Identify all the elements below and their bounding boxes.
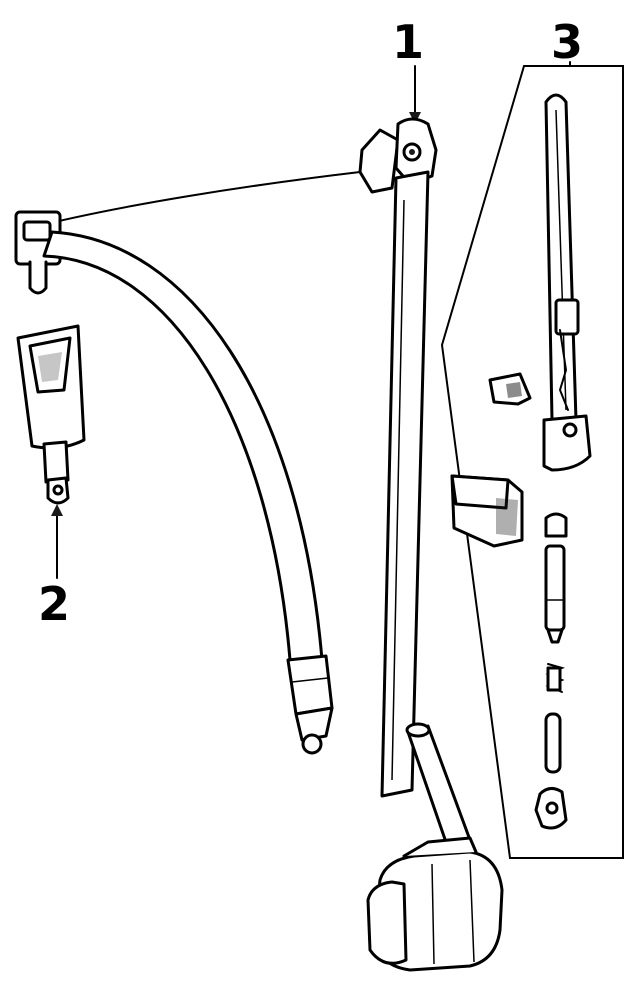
callout-3-bracket <box>440 61 624 859</box>
retractor-arm <box>406 724 472 850</box>
adjuster-rail <box>542 93 592 472</box>
callout-1-leader <box>409 65 421 124</box>
retractor-belt-assembly <box>14 117 504 972</box>
buckle-stalk <box>42 440 70 484</box>
pin <box>544 544 566 644</box>
shoulder-belt-webbing <box>380 170 430 798</box>
buckle-assembly <box>16 324 86 505</box>
callout-2-label: 2 <box>38 577 70 631</box>
lap-belt-end-fitting <box>286 654 334 755</box>
small-clip <box>488 372 532 406</box>
cover-housing <box>450 474 524 548</box>
callout-3-label: 3 <box>551 15 583 69</box>
callout-2-leader <box>51 504 63 579</box>
height-adjuster-kit <box>450 93 592 830</box>
knob <box>534 787 568 830</box>
guide-cable <box>29 171 361 229</box>
small-rod <box>544 712 562 774</box>
clip-ring <box>544 512 568 538</box>
callout-1-label: 1 <box>392 15 424 69</box>
lap-belt-webbing <box>42 230 324 662</box>
d-ring-anchor <box>358 117 438 194</box>
spring <box>545 663 565 693</box>
retractor-body <box>366 836 504 972</box>
